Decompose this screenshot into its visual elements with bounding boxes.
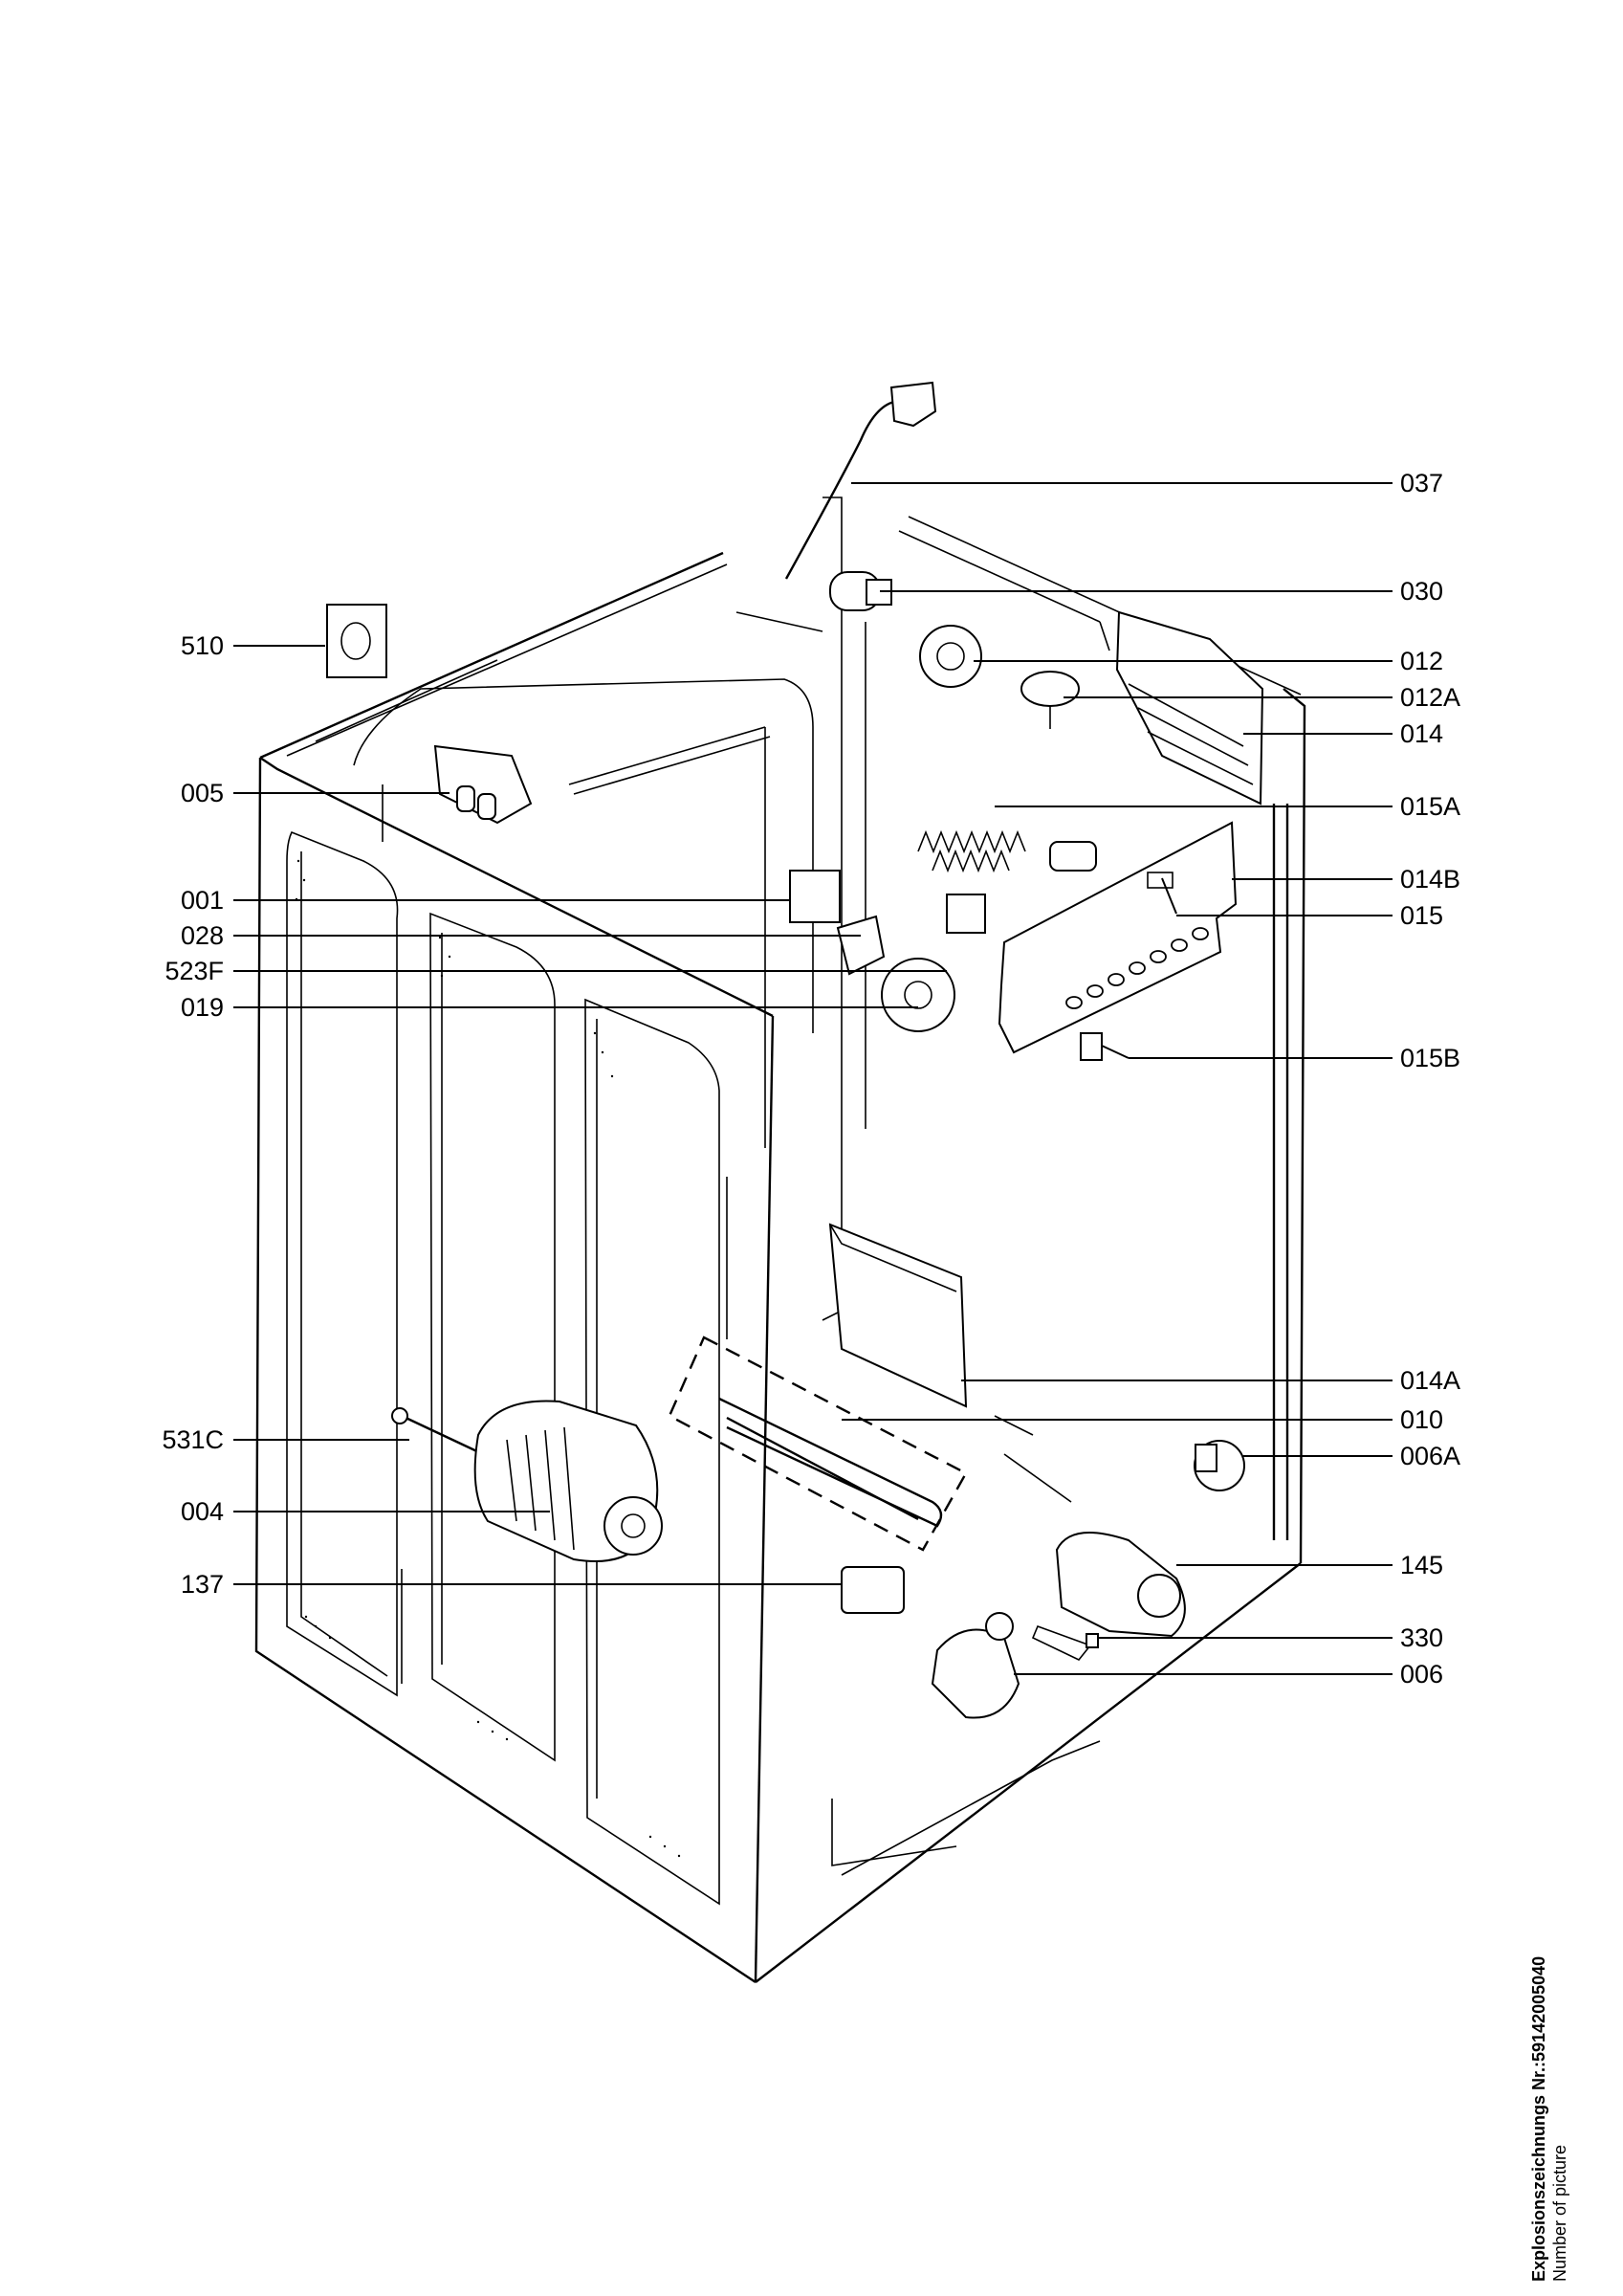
selector-part xyxy=(946,894,986,934)
heater-part xyxy=(668,1336,968,1552)
label-014A: 014A xyxy=(1400,1366,1461,1395)
parts xyxy=(326,381,1264,1719)
motor-part xyxy=(473,1400,663,1562)
door-lock-part xyxy=(789,870,841,923)
drain-pump-part xyxy=(931,1612,1020,1719)
label-006A: 006A xyxy=(1400,1442,1461,1470)
pressure-switch-part xyxy=(919,625,982,688)
label-014B: 014B xyxy=(1400,865,1461,894)
pressure-switch-a-part xyxy=(1020,671,1080,729)
label-004: 004 xyxy=(180,1497,224,1526)
label-145: 145 xyxy=(1400,1551,1444,1579)
label-012A: 012A xyxy=(1400,683,1461,712)
label-531C: 531C xyxy=(162,1425,224,1454)
label-019: 019 xyxy=(180,993,224,1022)
label-012: 012 xyxy=(1400,647,1444,675)
picture-number-caption: Explosionszeichnungs Nr.:5914200504​0 Nu… xyxy=(1528,1708,1595,2282)
valve-part xyxy=(1194,1440,1245,1491)
cap-part xyxy=(326,604,387,678)
button-part xyxy=(1049,841,1097,872)
interference-filter-part xyxy=(841,1566,905,1614)
label-037: 037 xyxy=(1400,469,1444,497)
label-137: 137 xyxy=(180,1570,224,1599)
label-014: 014 xyxy=(1400,719,1444,748)
thermostat-part xyxy=(836,915,886,976)
clip-part xyxy=(1080,1032,1103,1061)
connector-part xyxy=(433,744,533,825)
leader-lines xyxy=(233,482,1393,1675)
capacitor-part xyxy=(829,571,892,611)
caption-subtitle: Number of picture xyxy=(1550,2144,1569,2282)
label-001: 001 xyxy=(180,886,224,915)
label-006: 006 xyxy=(1400,1660,1444,1689)
electronic-module-part xyxy=(828,1223,968,1408)
bolt-part xyxy=(401,1414,484,1456)
pump-body-part xyxy=(1031,1532,1186,1661)
label-523F: 523F xyxy=(164,957,224,985)
label-330: 330 xyxy=(1400,1623,1444,1652)
mains-cable-part xyxy=(784,400,895,580)
label-015B: 015B xyxy=(1400,1044,1461,1072)
caption-title: Explosionszeichnungs Nr.:5914200504​0 xyxy=(1529,1955,1548,2282)
label-015A: 015A xyxy=(1400,792,1461,821)
module-bracket-part xyxy=(1115,610,1264,806)
label-010: 010 xyxy=(1400,1405,1444,1434)
label-510: 510 xyxy=(180,631,224,660)
label-015: 015 xyxy=(1400,901,1444,930)
filter-part xyxy=(917,829,1026,873)
label-028: 028 xyxy=(180,921,224,950)
screw-part xyxy=(1086,1633,1099,1648)
label-030: 030 xyxy=(1400,577,1444,606)
cabinet-body xyxy=(254,497,1306,1984)
control-panel-part xyxy=(998,821,1238,1054)
timer-part xyxy=(881,958,955,1032)
label-005: 005 xyxy=(180,779,224,807)
